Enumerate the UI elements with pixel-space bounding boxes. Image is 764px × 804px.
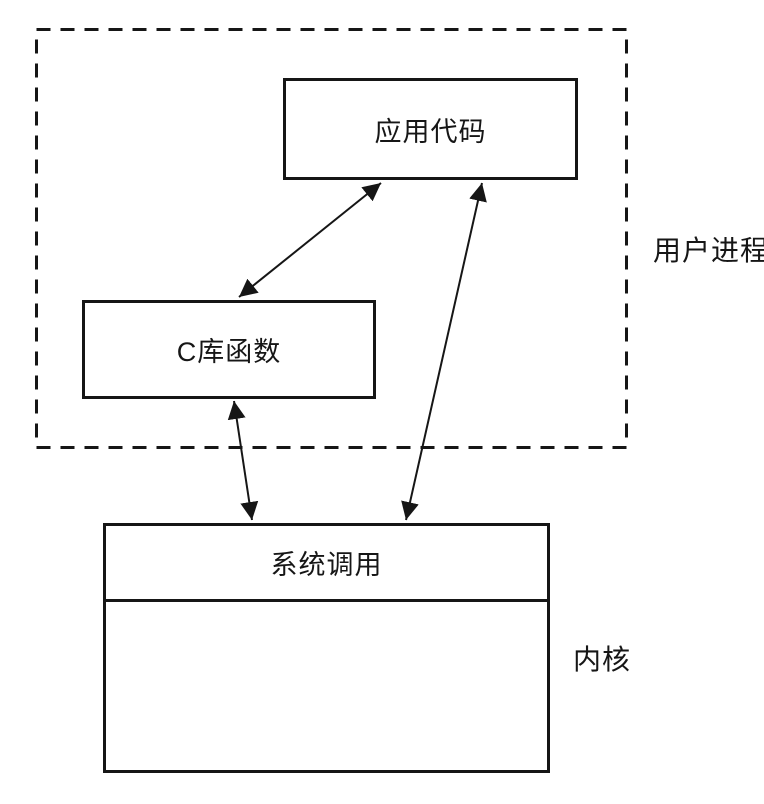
app-code-box: 应用代码 (283, 78, 578, 180)
system-call-header: 系统调用 (106, 526, 547, 602)
edge-app-code-to-c-library (238, 182, 382, 298)
system-call-label: 系统调用 (270, 550, 383, 580)
kernel-body (106, 602, 547, 770)
user-process-label: 用户进程 (653, 235, 764, 266)
c-library-label: C库函数 (176, 337, 282, 367)
edge-c-library-to-system-call (227, 400, 259, 521)
app-code-label: 应用代码 (374, 116, 487, 147)
kernel-box: 系统调用 (103, 523, 550, 773)
kernel-label: 内核 (573, 644, 632, 675)
c-library-box: C库函数 (82, 300, 376, 399)
edge-app-code-to-system-call (401, 182, 487, 521)
